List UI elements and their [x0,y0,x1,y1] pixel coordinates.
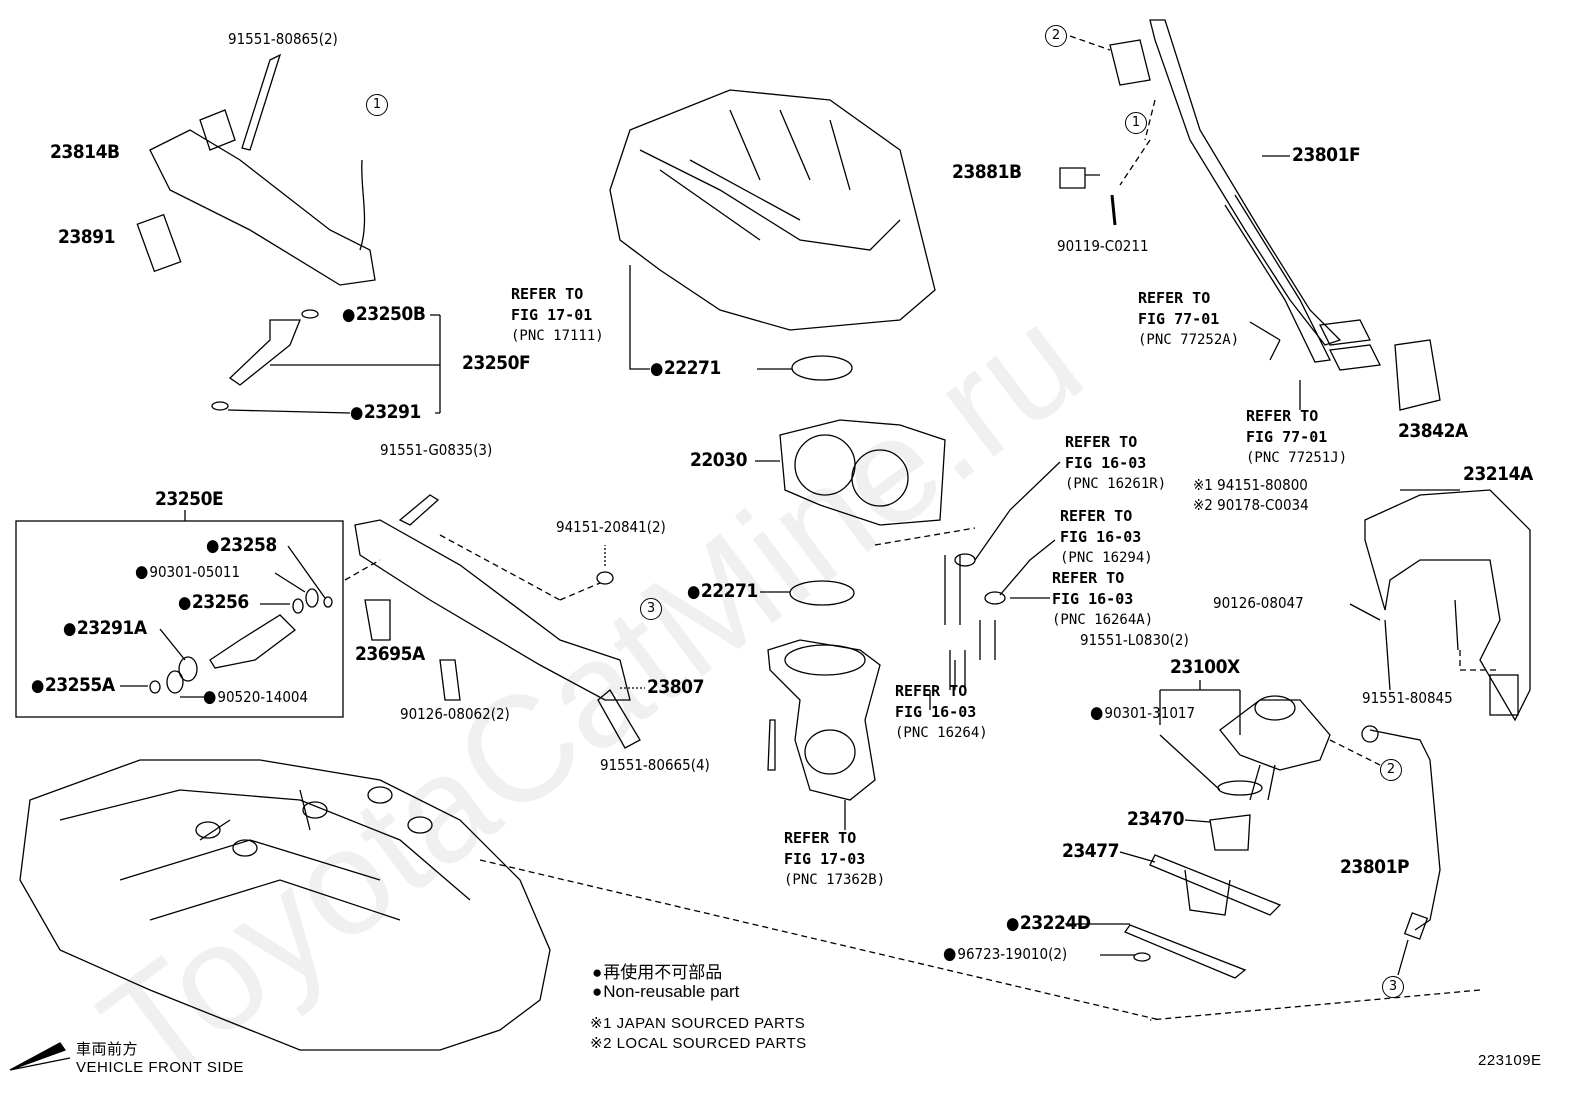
connection-marker: 3 [1382,976,1404,998]
connection-marker: 1 [1125,112,1147,134]
part-label: 22271 [687,582,758,601]
fuel-rail-drawing [344,494,776,771]
part-label: 23814B [50,141,120,163]
legend-note-1: ※1 JAPAN SOURCED PARTS [590,1015,806,1032]
connection-marker: 1 [366,94,388,116]
fuel-hose-drawing [1059,19,1441,411]
connection-marker: 2 [1380,759,1402,781]
part-label: 23291A [63,619,147,638]
front-arrow-icon [9,1042,71,1071]
direction-label-jp: 車両前方 [76,1041,139,1058]
part-label: 90119-C0211 [1057,237,1149,255]
direction-label-en: VEHICLE FRONT SIDE [76,1059,244,1076]
part-label: 23224D [1006,914,1091,933]
connection-marker: 2 [1045,25,1067,47]
part-label: 91551-80665(4) [600,756,710,774]
part-label: 23100X [1170,656,1240,678]
part-label: 23250F [462,352,531,374]
fuel-pump-drawing [1065,680,1481,1021]
part-label: 96723-19010(2) [943,946,1067,963]
part-label: ※1 94151-80800 [1193,476,1308,494]
part-label: 23477 [1062,840,1119,862]
part-label: 23291 [350,403,421,422]
intake-connector-drawing [767,639,881,830]
part-label: 22271 [650,359,721,378]
part-label: 23695A [355,643,425,665]
legend-nonreusable-jp: 再使用不可部品 [592,958,722,983]
fuel-delivery-pipe-drawing [136,53,376,286]
part-label: 23214A [1463,463,1533,485]
vacuum-hoses-drawing [929,461,1061,710]
part-label: 23256 [178,593,249,612]
legend-nonreusable-en: Non-reusable part [592,982,739,1002]
part-label: 23801P [1340,856,1410,878]
part-label: 23470 [1127,808,1184,830]
throttle-body-drawing [755,419,976,606]
bracket-drawing [1349,489,1531,722]
figure-code: 223109E [1478,1052,1542,1069]
part-label: 91551-80865(2) [228,30,338,48]
part-label: 23807 [647,676,704,698]
part-label: 22030 [690,449,747,471]
part-label: 23258 [206,536,277,555]
bolt-drawing [241,53,282,151]
connection-marker: 3 [640,598,662,620]
part-label: 23255A [31,676,115,695]
part-label: 90301-31017 [1090,705,1195,722]
injector-drawing [211,309,441,414]
part-label: 90301-05011 [135,564,240,581]
part-label: 23250B [342,305,426,324]
part-label: 91551-L0830(2) [1080,631,1189,649]
intake-manifold-drawing [609,89,936,381]
kit-injector-drawing [120,545,333,698]
part-label: 91551-G0835(3) [380,441,493,459]
engine-block-drawing [19,759,1161,1051]
fuel-pipe-drawing [1361,725,1441,976]
part-label: ※2 90178-C0034 [1193,496,1309,514]
legend-note-2: ※2 LOCAL SOURCED PARTS [590,1035,807,1052]
part-label: 91551-80845 [1362,689,1453,707]
part-label: 90520-14004 [203,689,308,706]
part-label: 90126-08047 [1213,594,1304,612]
part-label: 23891 [58,226,115,248]
part-label: 90126-08062(2) [400,705,510,723]
part-label: 23842A [1398,420,1468,442]
part-label: 23881B [952,161,1022,183]
part-label: 94151-20841(2) [556,518,666,536]
part-label: 23801F [1292,144,1361,166]
kit-box [15,520,344,718]
part-label: 23250E [155,488,224,510]
